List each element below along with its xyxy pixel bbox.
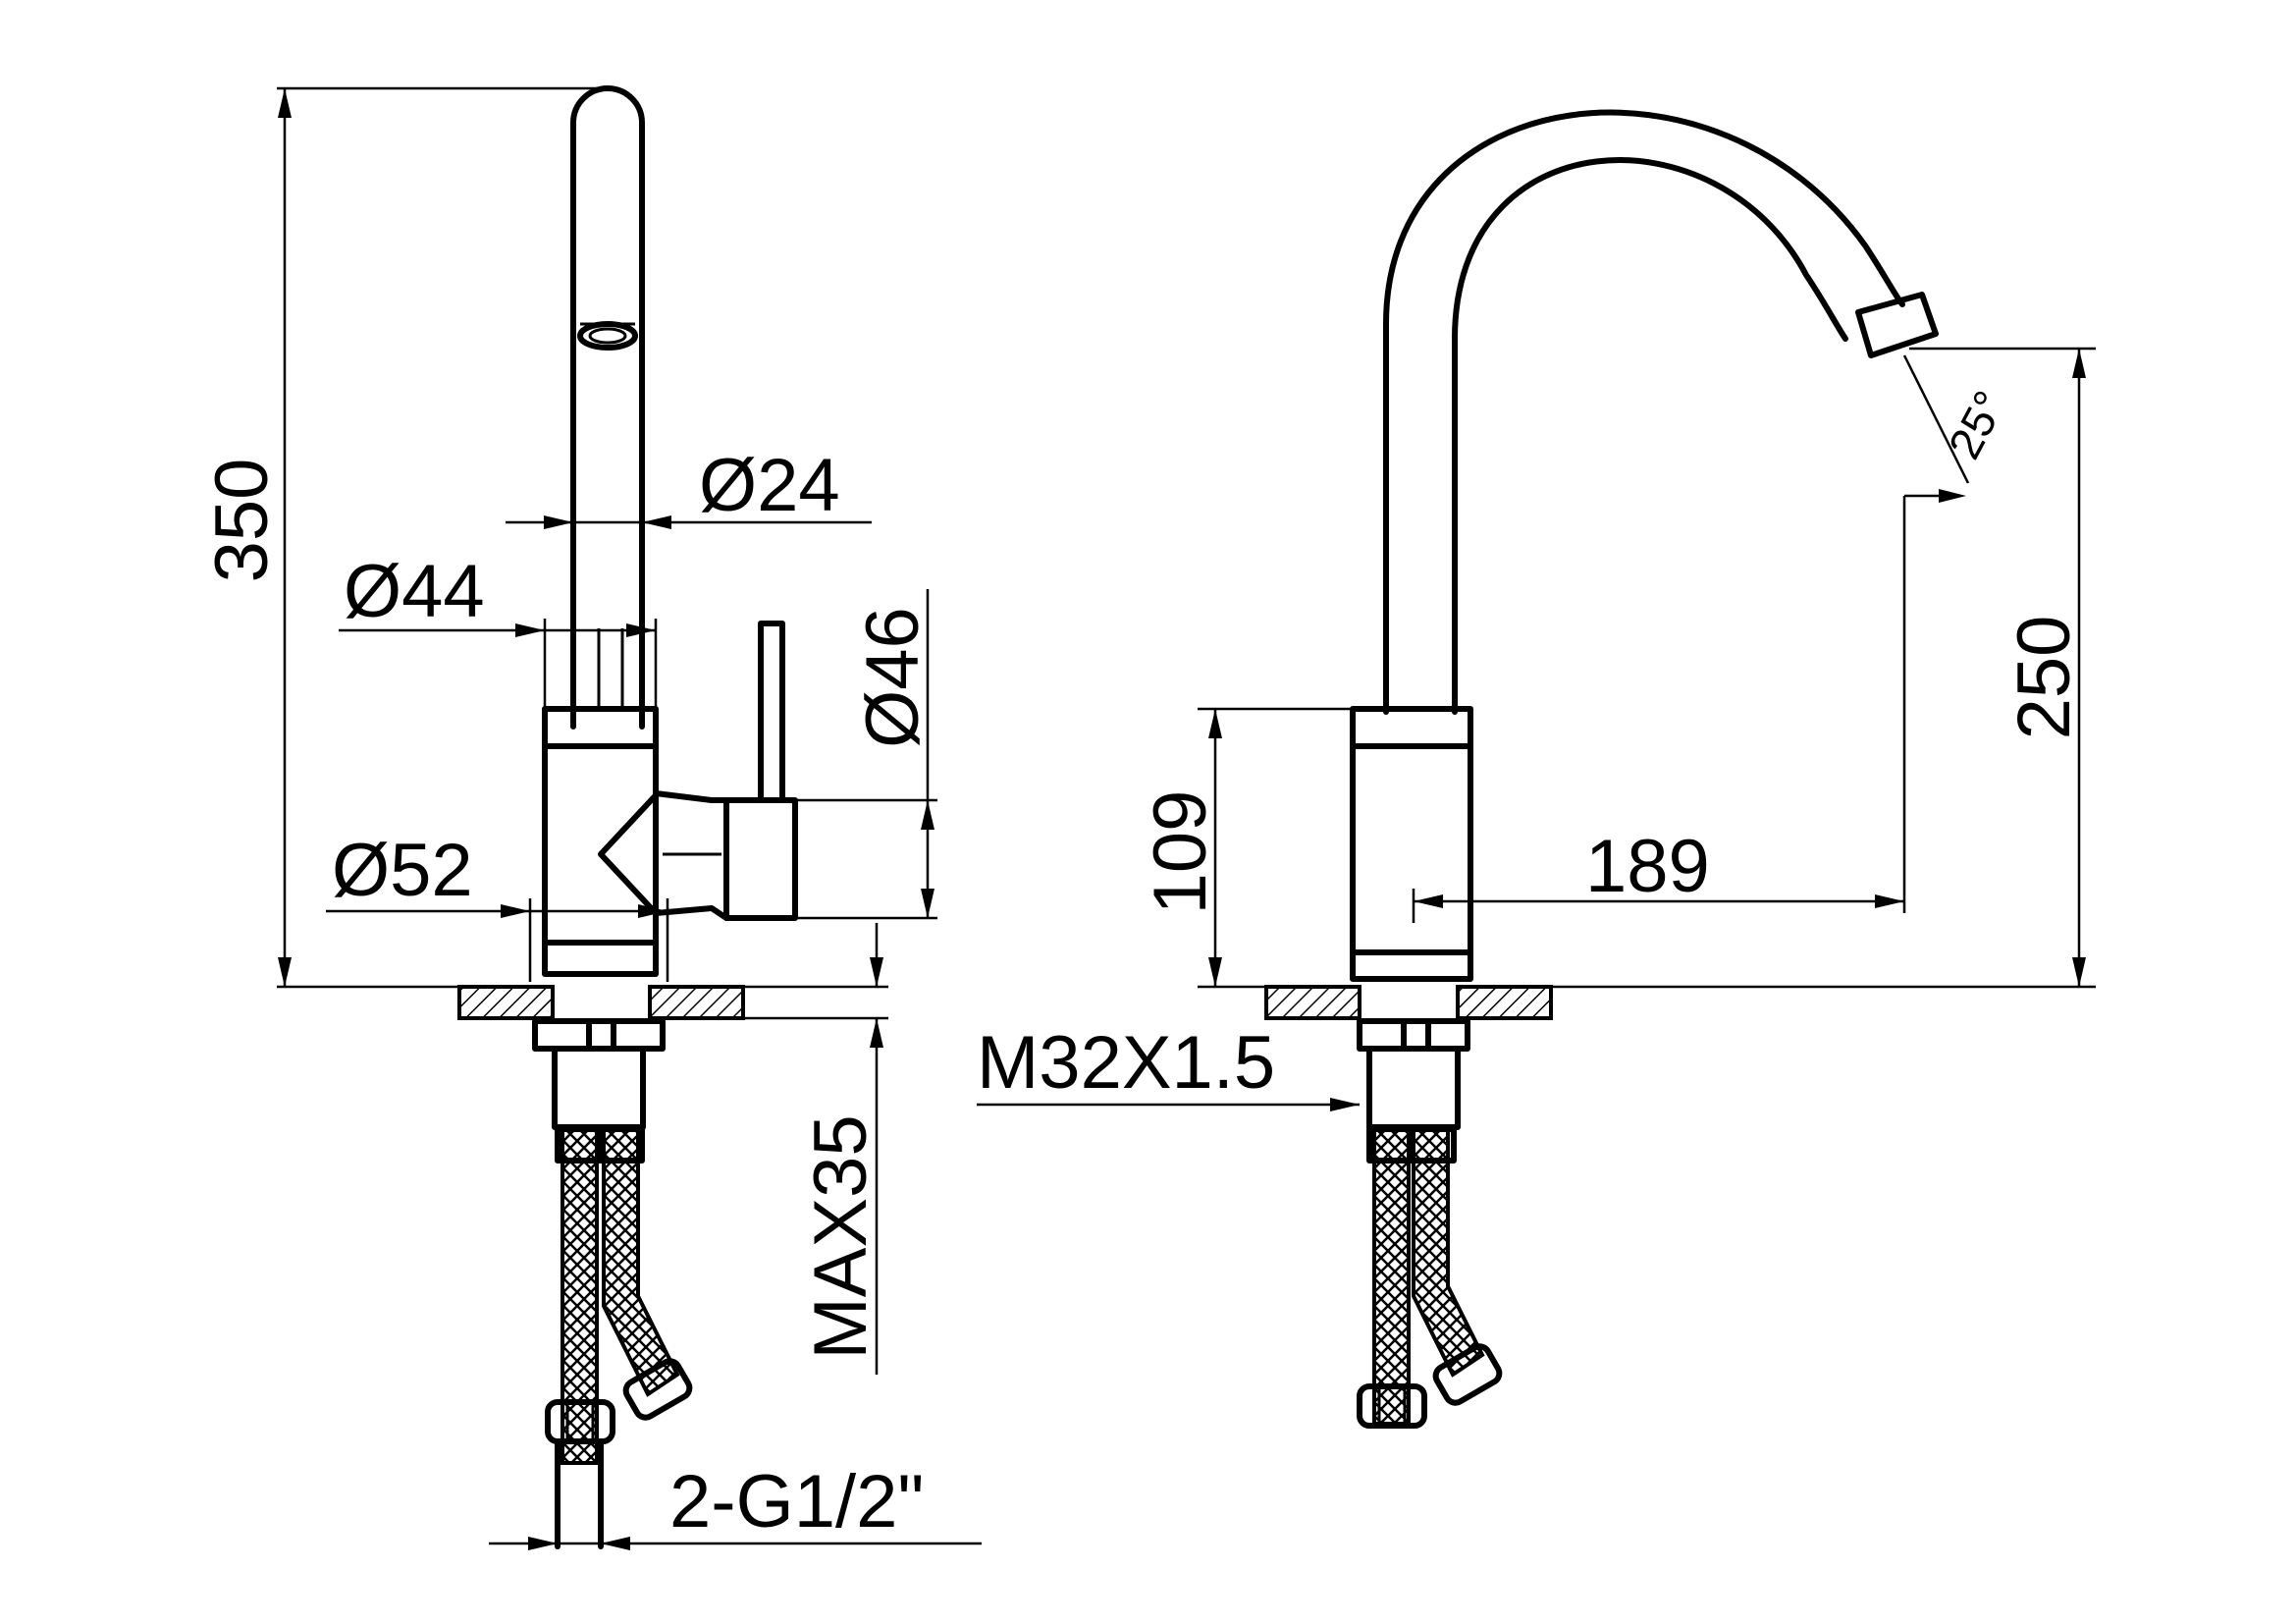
- side-hose-nut-2: [1432, 1343, 1503, 1406]
- front-view: [457, 85, 798, 1549]
- side-hose-nut-1: [1357, 1383, 1427, 1429]
- dim-spout-height: 250: [2002, 616, 2086, 740]
- dim-body-height: 109: [1139, 790, 1222, 915]
- side-deck-left: [1264, 985, 1362, 1020]
- side-view: [1264, 109, 1939, 1429]
- side-hose-2: [1412, 1127, 1485, 1378]
- dim-angle: 25°: [1939, 383, 2016, 467]
- handle-lever: [758, 621, 785, 803]
- dim-dia-handle: Ø46: [851, 607, 934, 748]
- spout-curve-outer: [1383, 109, 1905, 715]
- dim-reach: 189: [1585, 825, 1710, 908]
- dim-dia-spout: Ø24: [699, 444, 840, 527]
- dim-height-total: 350: [200, 459, 284, 583]
- hose-nut-1: [545, 1399, 615, 1444]
- side-mount-nut: [1357, 1018, 1470, 1052]
- dim-dia-upper: Ø44: [344, 550, 485, 633]
- spout-curve-inner: [1452, 157, 1848, 715]
- mount-nut: [532, 1018, 666, 1052]
- deck-left: [457, 985, 555, 1020]
- hose-2: [602, 1127, 680, 1397]
- hose-nut-2: [622, 1358, 693, 1421]
- spout-tip: [1855, 292, 1939, 358]
- front-view-dimensions: 350 Ø24 Ø44 Ø46 Ø52 MAX35: [200, 86, 982, 1550]
- dim-max-thickness: MAX35: [799, 1114, 882, 1359]
- side-body: [1350, 706, 1473, 982]
- side-deck-right: [1456, 985, 1553, 1020]
- deck-right: [648, 985, 745, 1020]
- side-hose-1: [1372, 1127, 1411, 1426]
- dim-thread: M32X1.5: [977, 1021, 1275, 1105]
- dim-connection: 2-G1/2": [669, 1460, 924, 1543]
- dim-dia-base: Ø52: [332, 829, 473, 912]
- spout-tube: [570, 85, 645, 730]
